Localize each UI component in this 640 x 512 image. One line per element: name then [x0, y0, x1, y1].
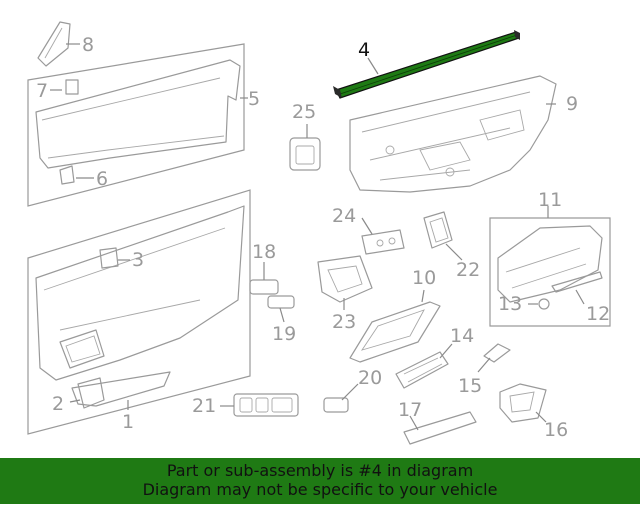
callout-5: 5 [248, 88, 260, 110]
part-23-seat-switch[interactable] [317, 255, 373, 303]
callout-22: 22 [456, 259, 480, 281]
callout-9: 9 [566, 93, 578, 115]
part-5-upper-trim-panel[interactable] [27, 43, 245, 207]
callout-4: 4 [358, 39, 370, 61]
part-14-switch-panel[interactable] [395, 351, 449, 389]
part-11-armrest-base[interactable] [489, 217, 611, 327]
banner-line-1: Part or sub-assembly is #4 in diagram [166, 461, 474, 480]
part-12-trim-strip[interactable] [551, 271, 603, 293]
callout-1: 1 [122, 411, 134, 433]
parts-diagram: 8 7 5 6 4 9 25 3 1 2 18 19 24 22 23 10 1… [27, 21, 611, 445]
callout-14: 14 [450, 325, 474, 347]
callout-19: 19 [272, 323, 296, 345]
callout-16: 16 [544, 419, 568, 441]
part-13-clip[interactable] [538, 298, 550, 310]
callout-23: 23 [332, 311, 356, 333]
callout-12: 12 [586, 303, 610, 325]
callout-2: 2 [52, 393, 64, 415]
callout-7: 7 [36, 80, 48, 102]
callout-11: 11 [538, 189, 562, 211]
part-25-switch[interactable] [289, 137, 321, 171]
part-1-door-trim-panel[interactable] [27, 189, 251, 435]
callout-25: 25 [292, 101, 316, 123]
part-21-master-switch[interactable] [233, 393, 299, 417]
part-19-switch[interactable] [267, 295, 295, 309]
part-15-lamp[interactable] [483, 343, 511, 363]
callout-20: 20 [358, 367, 382, 389]
callout-17: 17 [398, 399, 422, 421]
callout-6: 6 [96, 168, 108, 190]
part-17-garnish[interactable] [403, 411, 477, 445]
part-9-door-carrier[interactable] [349, 75, 557, 193]
leader-lines [50, 43, 585, 431]
part-16-inside-handle[interactable] [499, 383, 547, 423]
callout-10: 10 [412, 267, 436, 289]
part-4-belt-weatherstrip[interactable] [333, 30, 520, 99]
callout-24: 24 [332, 205, 356, 227]
callout-8: 8 [82, 34, 94, 56]
part-10-switch-bezel[interactable] [349, 301, 441, 363]
callout-18: 18 [252, 241, 276, 263]
part-24-switch[interactable] [361, 229, 405, 255]
banner-line-2: Diagram may not be specific to your vehi… [142, 480, 498, 499]
part-20-switch[interactable] [323, 397, 349, 413]
callout-15: 15 [458, 375, 482, 397]
part-8-trim-piece[interactable] [37, 21, 71, 67]
part-22-switch[interactable] [423, 211, 453, 249]
callout-3: 3 [132, 249, 144, 271]
part-2-armrest[interactable] [77, 377, 105, 409]
callout-13: 13 [498, 293, 522, 315]
callout-labels: 8 7 5 6 4 9 25 3 1 2 18 19 24 22 23 10 1… [36, 34, 610, 441]
part-18-switch[interactable] [249, 279, 279, 295]
info-banner: Part or sub-assembly is #4 in diagram Di… [0, 458, 640, 504]
callout-21: 21 [192, 395, 216, 417]
